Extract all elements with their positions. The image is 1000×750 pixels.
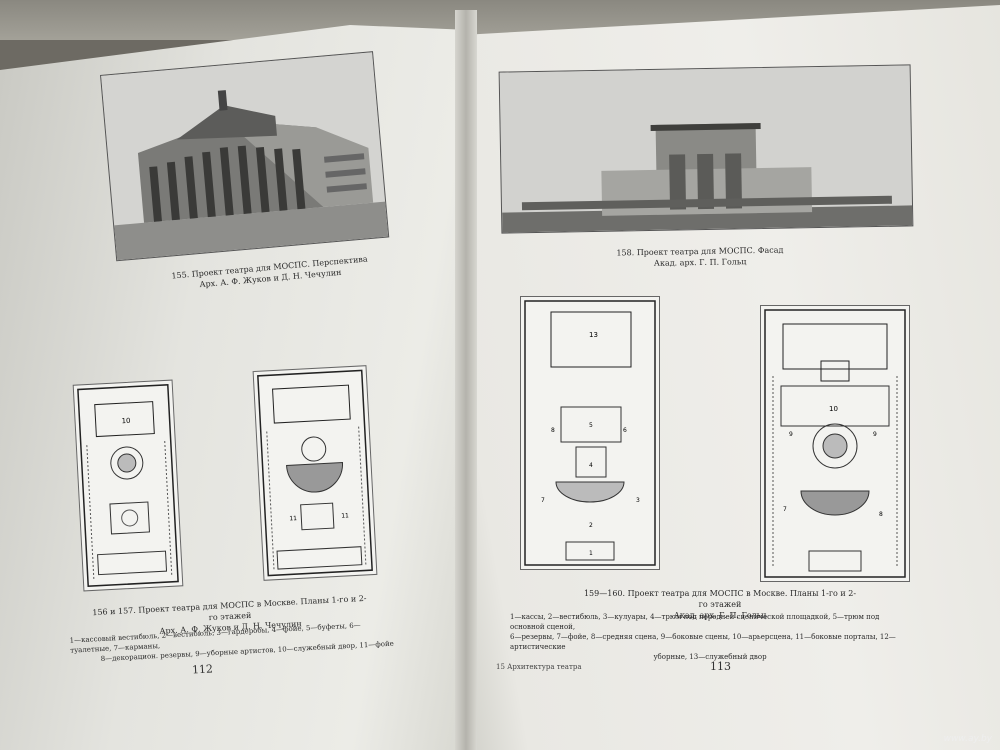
plan-159-label-5: 5 (589, 422, 593, 429)
book-gutter (455, 10, 477, 750)
plan-157-label-11b: 11 (341, 512, 349, 519)
plan-159-label-1: 1 (589, 550, 593, 557)
theatre-perspective-image (101, 52, 389, 261)
plan-159-label-6: 6 (623, 427, 627, 434)
page-number-left: 112 (191, 662, 214, 677)
plan-159-label-8: 8 (551, 427, 555, 434)
caption-159-160: 159—160. Проект театра для МОСПС в Москв… (580, 588, 860, 621)
page-number-right: 113 (710, 660, 731, 673)
caption-158: 158. Проект театра для МОСПС. Фасад Акад… (600, 244, 800, 269)
plan-156-label-10: 10 (121, 417, 130, 425)
plan-159-label-7: 7 (541, 497, 545, 504)
plan-160-label-10: 10 (829, 405, 838, 413)
floor-plan-160: 10 9 9 7 8 (760, 305, 910, 582)
caption-159-title: 159—160. Проект театра для МОСПС в Москв… (583, 589, 857, 609)
legend-159-line2: 6—резервы, 7—фойе, 8—средняя сцена, 9—бо… (510, 633, 896, 651)
plan-160-label-8: 8 (879, 511, 883, 518)
watermark: www.ay.by (943, 734, 992, 744)
facade-photo (498, 64, 914, 234)
caption-159-author: Акад. арх. Г. П. Гольц (673, 611, 767, 620)
plan-157-label-11a: 11 (289, 515, 297, 522)
plan-159-label-3: 3 (636, 497, 640, 504)
legend-159-160: 1—кассы, 2—вестибюль, 3—кулуары, 4—трюм … (510, 612, 910, 662)
legend-159-line3: уборные, 13—служебный двор (653, 653, 767, 661)
legend-159-line1: 1—кассы, 2—вестибюль, 3—кулуары, 4—трюм … (510, 613, 880, 631)
plan-160-label-9a: 9 (789, 431, 793, 438)
page-footer-right: 15 Архитектура театра (496, 663, 582, 671)
plan-159-label-2: 2 (589, 522, 593, 529)
plan-160-label-9b: 9 (873, 431, 877, 438)
plan-160-label-7: 7 (783, 506, 787, 513)
perspective-photo (100, 51, 390, 262)
theatre-facade-image (499, 65, 913, 233)
floor-plan-156: 10 (72, 379, 184, 592)
plan-159-label-13: 13 (589, 331, 598, 339)
floor-plan-157: 11 11 (252, 365, 378, 581)
floor-plan-159: 13 5 4 8 6 7 3 2 1 (520, 296, 660, 570)
plan-159-label-4: 4 (589, 462, 593, 469)
